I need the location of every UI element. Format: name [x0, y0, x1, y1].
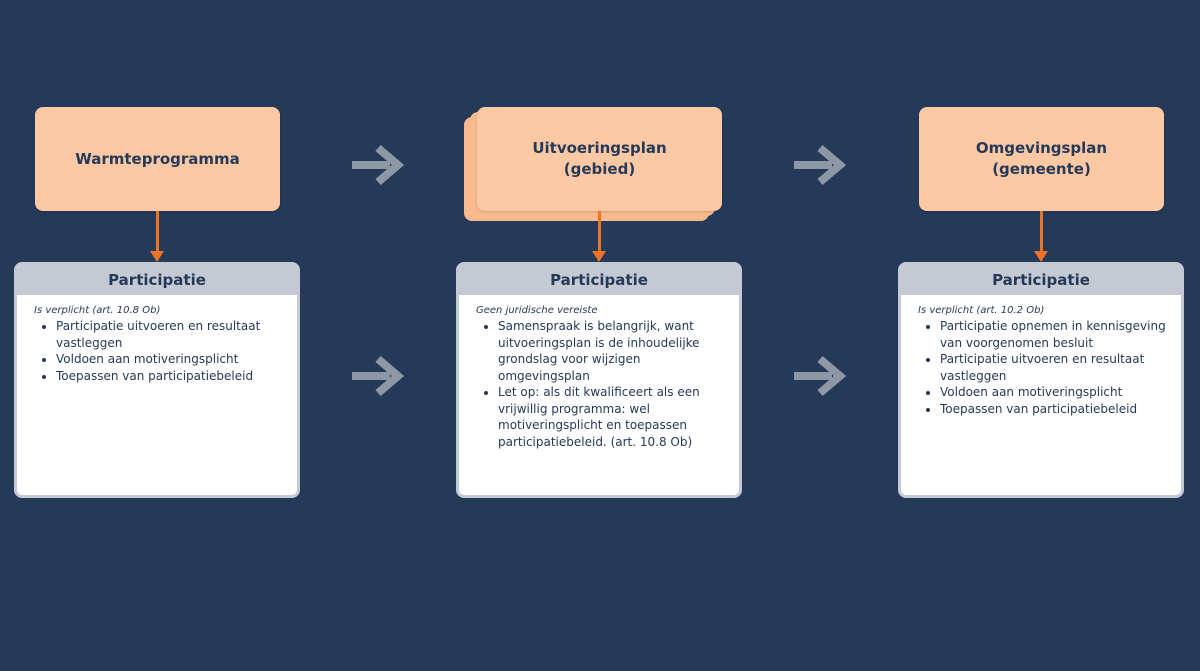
card-heading: Participatie — [459, 265, 739, 295]
card-note: Geen juridische vereiste — [476, 305, 598, 316]
list-item: Let op: als dit kwalificeert als een vri… — [498, 384, 727, 450]
list-item: Participatie uitvoeren en resultaat vast… — [56, 318, 285, 351]
step-box-warmteprogramma: Warmteprogramma — [35, 107, 280, 211]
list-item: Participatie opnemen in kennisgeving van… — [940, 318, 1169, 351]
connector-line-3 — [1040, 211, 1043, 253]
list-item: Samenspraak is belangrijk, want uitvoeri… — [498, 318, 727, 384]
list-item: Voldoen aan motiveringsplicht — [940, 384, 1169, 401]
card-list: Participatie opnemen in kennisgeving van… — [918, 318, 1169, 417]
flow-arrow-icon — [352, 144, 405, 186]
connector-arrowhead-2 — [592, 251, 606, 262]
card-heading: Participatie — [17, 265, 297, 295]
step-box-omgevingsplan: Omgevingsplan (gemeente) — [919, 107, 1164, 211]
connector-line-2 — [598, 211, 601, 253]
flow-arrow-icon — [794, 355, 847, 397]
participatie-card-3: Participatie Is verplicht (art. 10.2 Ob)… — [898, 262, 1184, 498]
connector-line-1 — [156, 211, 159, 253]
flow-arrow-icon — [794, 144, 847, 186]
connector-arrowhead-3 — [1034, 251, 1048, 262]
list-item: Participatie uitvoeren en resultaat vast… — [940, 351, 1169, 384]
card-note: Is verplicht (art. 10.8 Ob) — [34, 305, 161, 316]
connector-arrowhead-1 — [150, 251, 164, 262]
flow-arrow-icon — [352, 355, 405, 397]
list-item: Toepassen van participatiebeleid — [56, 368, 285, 385]
card-list: Participatie uitvoeren en resultaat vast… — [34, 318, 285, 384]
participatie-card-2: Participatie Geen juridische vereiste Sa… — [456, 262, 742, 498]
card-note: Is verplicht (art. 10.2 Ob) — [918, 305, 1045, 316]
step-box-uitvoeringsplan: Uitvoeringsplan (gebied) — [477, 107, 722, 211]
card-list: Samenspraak is belangrijk, want uitvoeri… — [476, 318, 727, 450]
list-item: Voldoen aan motiveringsplicht — [56, 351, 285, 368]
list-item: Toepassen van participatiebeleid — [940, 401, 1169, 418]
card-heading: Participatie — [901, 265, 1181, 295]
participatie-card-1: Participatie Is verplicht (art. 10.8 Ob)… — [14, 262, 300, 498]
